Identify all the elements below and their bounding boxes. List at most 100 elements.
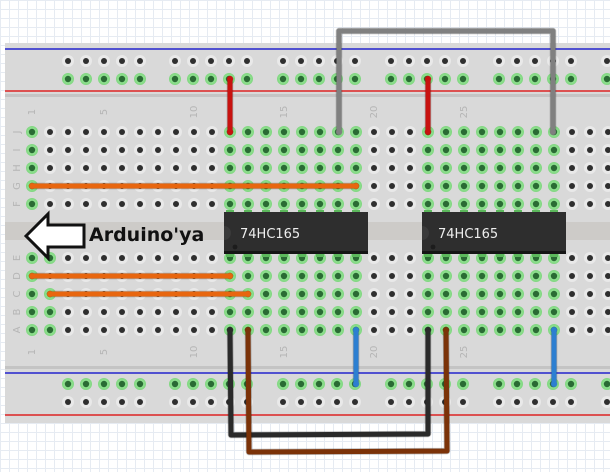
hole-center <box>137 255 143 261</box>
hole-center <box>155 255 161 261</box>
hole-center <box>514 272 522 280</box>
hole-F29 <box>530 198 542 210</box>
hole-center <box>83 201 89 207</box>
hole-center <box>101 147 107 153</box>
hole-center <box>496 182 504 190</box>
hole-center <box>155 201 161 207</box>
hole-A1 <box>26 324 38 336</box>
hole-center <box>514 146 522 154</box>
hole-center <box>352 58 358 64</box>
top-rail-hole-positive <box>439 73 451 85</box>
wire-gray <box>335 27 557 136</box>
hole-center <box>46 308 54 316</box>
top-rail-hole-negative <box>277 55 289 67</box>
hole-center <box>155 147 161 153</box>
hole-I18 <box>332 144 344 156</box>
hole-center <box>405 75 413 83</box>
hole-center <box>513 380 521 388</box>
hole-center <box>189 75 197 83</box>
hole-center <box>101 129 107 135</box>
hole-H7 <box>134 162 146 174</box>
hole-center <box>478 182 486 190</box>
hole-center <box>83 58 89 64</box>
hole-center <box>207 75 215 83</box>
rail-separator-top <box>5 94 610 97</box>
top-rail-hole-negative <box>223 55 235 67</box>
hole-I11 <box>206 144 218 156</box>
hole-center <box>550 272 558 280</box>
wire-end <box>226 326 234 334</box>
hole-E5 <box>98 252 110 264</box>
hole-center <box>460 272 468 280</box>
hole-center <box>101 201 107 207</box>
hole-center <box>442 200 450 208</box>
hole-center <box>316 308 324 316</box>
column-label-top-1: 1 <box>27 109 38 115</box>
chip-notch <box>422 226 429 240</box>
column-label-bottom-1: 1 <box>27 349 38 355</box>
hole-center <box>371 309 377 315</box>
hole-G20 <box>368 180 380 192</box>
hole-F15 <box>278 198 290 210</box>
hole-center <box>118 75 126 83</box>
hole-F16 <box>296 198 308 210</box>
bottom-rail-hole-positive <box>349 396 361 408</box>
hole-I19 <box>350 144 362 156</box>
hole-center <box>244 58 250 64</box>
hole-G28 <box>512 180 524 192</box>
top-rail-hole-negative <box>80 55 92 67</box>
hole-J16 <box>296 126 308 138</box>
hole-B16 <box>296 306 308 318</box>
hole-center <box>496 128 504 136</box>
hole-J25 <box>458 126 470 138</box>
top-rail-hole-positive <box>493 73 505 85</box>
hole-J19 <box>350 126 362 138</box>
hole-center <box>101 58 107 64</box>
hole-center <box>351 75 359 83</box>
bottom-rail-hole-negative <box>134 378 146 390</box>
hole-center <box>495 75 503 83</box>
hole-center <box>514 308 522 316</box>
hole-F27 <box>494 198 506 210</box>
top-rail-hole-positive <box>601 73 610 85</box>
hole-D19 <box>350 270 362 282</box>
hole-center <box>262 164 270 172</box>
wire-end <box>46 290 54 298</box>
bottom-rail-hole-positive <box>205 396 217 408</box>
hole-center <box>173 327 179 333</box>
hole-F17 <box>314 198 326 210</box>
hole-center <box>442 146 450 154</box>
hole-H12 <box>224 162 236 174</box>
hole-center <box>513 75 521 83</box>
hole-center <box>407 165 413 171</box>
hole-center <box>532 182 540 190</box>
hole-J11 <box>206 126 218 138</box>
hole-D15 <box>278 270 290 282</box>
column-label-bottom-5: 5 <box>99 349 110 355</box>
chip-body <box>224 212 368 254</box>
hole-I22 <box>404 144 416 156</box>
bottom-rail-hole-positive <box>565 396 577 408</box>
hole-J9 <box>170 126 182 138</box>
hole-J2 <box>44 126 56 138</box>
hole-center <box>478 308 486 316</box>
hole-E20 <box>368 252 380 264</box>
bottom-rail-hole-negative <box>457 378 469 390</box>
hole-center <box>137 147 143 153</box>
top-rail-hole-positive <box>187 73 199 85</box>
column-label-bottom-15: 15 <box>279 346 290 359</box>
hole-center <box>407 273 413 279</box>
wire-blue-1 <box>352 326 360 388</box>
hole-C18 <box>332 288 344 300</box>
hole-center <box>389 291 395 297</box>
hole-center <box>460 308 468 316</box>
hole-C17 <box>314 288 326 300</box>
hole-H13 <box>242 162 254 174</box>
hole-D24 <box>440 270 452 282</box>
hole-center <box>550 399 556 405</box>
hole-center <box>279 75 287 83</box>
hole-F21 <box>386 198 398 210</box>
hole-J4 <box>80 126 92 138</box>
hole-center <box>460 399 466 405</box>
